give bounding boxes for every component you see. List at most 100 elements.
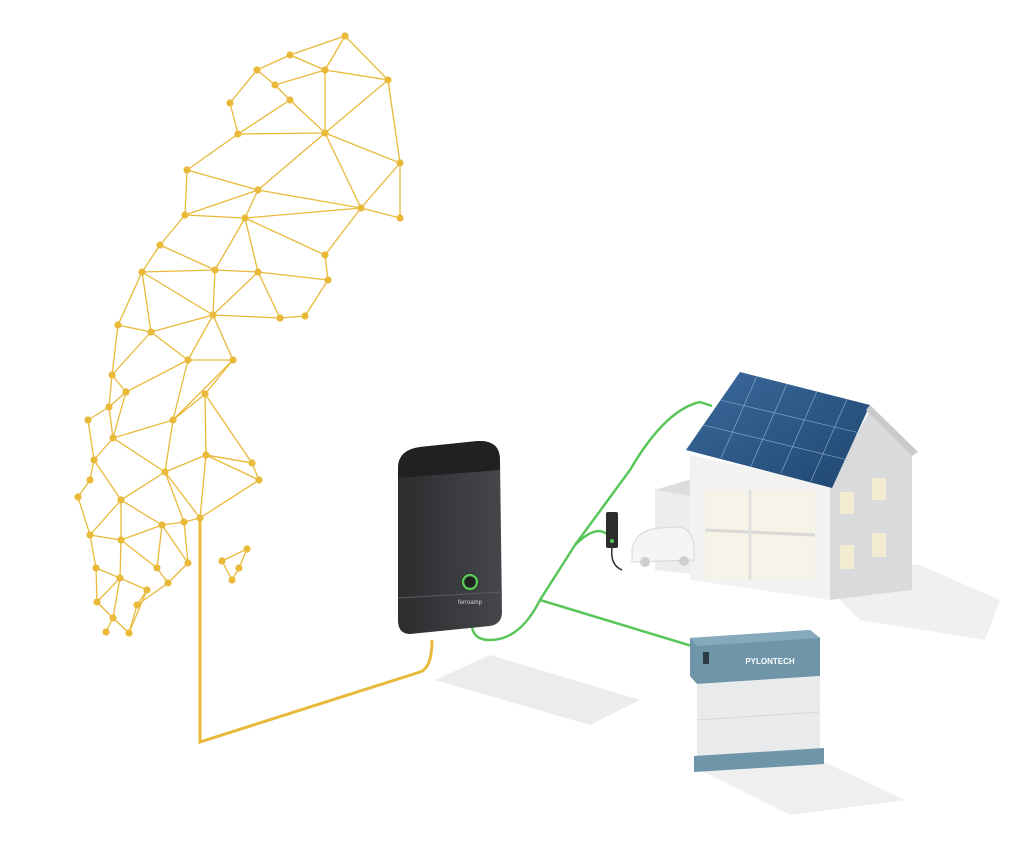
grid-network-link (141, 271, 152, 333)
house-window (840, 545, 854, 569)
grid-network-link (257, 271, 329, 281)
grid-network-link (257, 132, 326, 191)
grid-network-link (89, 534, 97, 569)
grid-network-link (257, 271, 281, 319)
grid-network-link (324, 69, 389, 81)
grid-network-node (276, 314, 284, 322)
grid-network-link (108, 374, 113, 408)
grid-network-node (357, 204, 365, 212)
grid-network-node (321, 66, 329, 74)
grid-network-link (212, 271, 259, 316)
grid-network-node (184, 559, 192, 567)
grid-network-link (184, 214, 246, 219)
grid-network-node (254, 186, 262, 194)
grid-network-link (205, 454, 253, 464)
grid-network-link (212, 314, 281, 319)
grid-network-node (125, 629, 133, 637)
grid-network-link (120, 539, 158, 569)
grid-network-link (112, 437, 166, 473)
grid-network-node (93, 598, 101, 606)
grid-network-link (214, 217, 246, 271)
grid-network-node (181, 211, 189, 219)
grid-network-link (167, 562, 189, 584)
grid-network-link (256, 69, 276, 86)
grid-network-link (324, 35, 346, 71)
grid-network-node (396, 214, 404, 222)
grid-network-link (184, 189, 259, 216)
grid-network-node (286, 96, 294, 104)
grid-network-link (205, 454, 260, 481)
grid-network-link (141, 269, 216, 273)
grid-network-node (396, 159, 404, 167)
grid-network-link (89, 534, 122, 541)
grid-network-link (93, 437, 114, 461)
grid-network-link (120, 524, 163, 541)
battery-brand-label: PYLONTECH (745, 657, 795, 666)
grid-network-link (204, 393, 207, 456)
grid-network-node (271, 81, 279, 89)
grid-network-link (120, 471, 166, 501)
grid-network-link (161, 521, 185, 526)
grid-network-node (218, 557, 226, 565)
grid-network-node (117, 496, 125, 504)
grid-network-link (289, 54, 326, 71)
grid-network-link (95, 567, 121, 579)
grid-network-link (257, 189, 362, 209)
flow-cable-to-house (470, 400, 713, 642)
grid-network-link (111, 374, 127, 393)
inverter-icon: ferroamp (397, 440, 503, 634)
grid-network-link (111, 324, 119, 376)
grid-network-link (164, 419, 174, 473)
grid-network-link (172, 359, 189, 421)
grid-network-link (164, 454, 207, 473)
grid-network-link (156, 524, 163, 569)
grid-network-link (212, 269, 216, 316)
grid-network-node (108, 371, 116, 379)
grid-network-link (172, 359, 234, 421)
grid-network-link (187, 314, 214, 361)
grid-network-node (253, 66, 261, 74)
grid-network-link (108, 406, 114, 439)
grid-network-link (274, 69, 326, 86)
grid-network-node (133, 601, 141, 609)
grid-network-link (112, 617, 130, 634)
grid-network-link (183, 521, 189, 564)
grid-network-link (111, 331, 152, 376)
grid-network-node (143, 586, 151, 594)
grid-network-link (141, 271, 214, 316)
grid-network-link (324, 132, 401, 164)
grid-network-node (105, 403, 113, 411)
grid-network-link (95, 567, 98, 603)
grid-network-node (184, 356, 192, 364)
grid-network-link (93, 459, 122, 501)
grid-network-link (96, 577, 121, 603)
grid-network-node (211, 266, 219, 274)
grid-network-link (186, 133, 239, 171)
grid-network-link (324, 207, 362, 256)
grid-network-node (122, 388, 130, 396)
grid-network-node (243, 545, 251, 553)
grid-network-node (321, 251, 329, 259)
grid-network-node (117, 536, 125, 544)
grid-network-node (161, 468, 169, 476)
grid-network-link (214, 269, 259, 273)
grid-network-node (248, 459, 256, 467)
grid-network-link (150, 314, 214, 333)
grid-network-link (128, 604, 138, 634)
grid-network-link (119, 539, 122, 579)
grid-network-link (77, 496, 91, 536)
grid-network-node (301, 312, 309, 320)
grid-network-node (254, 268, 262, 276)
grid-network-link (117, 324, 152, 333)
grid-cable (198, 515, 434, 745)
grid-network-link (387, 79, 401, 164)
grid-network-link (112, 577, 121, 619)
grid-network-link (108, 391, 127, 408)
grid-network-map-icon (74, 32, 404, 637)
grid-network-node (384, 76, 392, 84)
grid-network-node (321, 129, 329, 137)
grid-network-node (74, 493, 82, 501)
grid-network-link (96, 601, 114, 619)
grid-network-link (204, 359, 234, 395)
grid-network-link (159, 214, 186, 246)
